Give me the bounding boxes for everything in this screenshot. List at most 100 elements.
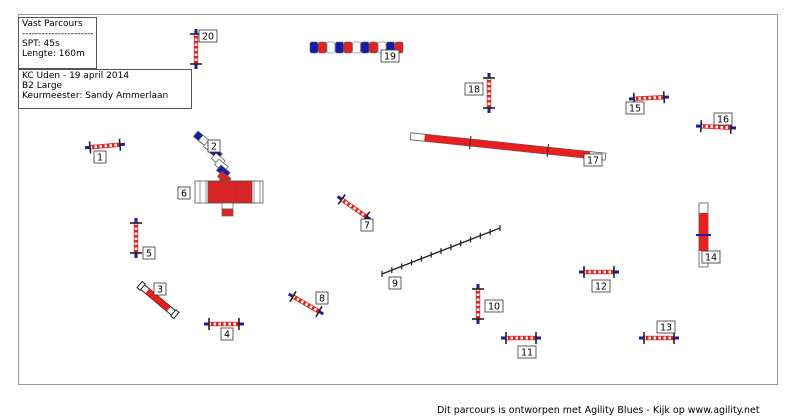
obstacle-1-hurdle — [84, 138, 126, 154]
hurdle-bar-stripe — [101, 144, 105, 149]
long-jump-element — [318, 41, 327, 54]
hurdle-bar-stripe — [221, 322, 224, 326]
label-box — [517, 345, 537, 359]
obstacle-16-hurdle — [695, 120, 737, 134]
hurdle-bar-stripe — [216, 322, 219, 326]
hurdle-bar-stripe — [106, 143, 110, 148]
hurdle-bar-stripe — [194, 36, 198, 39]
hurdle-bar-stripe — [586, 270, 589, 274]
hurdle-bar-stripe — [134, 235, 138, 238]
hurdle-bar-stripe — [591, 270, 594, 274]
label-box — [142, 246, 156, 260]
hurdle-bar-stripe — [302, 300, 307, 306]
hurdle-bar-stripe — [298, 298, 303, 303]
obstacle-number: 16 — [717, 115, 729, 126]
label-4: 4 — [220, 327, 234, 341]
obstacle-number: 17 — [587, 156, 599, 167]
obstacle-17-dog-walk — [409, 132, 607, 161]
judge-name: Keurmeester: Sandy Ammerlaan — [22, 91, 169, 101]
obstacle-13-hurdle — [639, 332, 679, 344]
label-box — [656, 320, 676, 334]
long-jump-element — [326, 41, 336, 54]
tire-ring — [145, 288, 171, 312]
hurdle-bar-stripe — [354, 207, 359, 213]
hurdle-bar-stripe — [342, 199, 347, 204]
label-9: 9 — [388, 276, 402, 290]
hurdle-bar-stripe — [487, 95, 491, 98]
obstacle-number: 20 — [202, 32, 214, 43]
label-13: 13 — [656, 320, 676, 334]
obstacle-number: 6 — [181, 189, 187, 200]
hurdle-bar-stripe — [487, 80, 491, 83]
hurdle-bar-stripe — [134, 250, 138, 253]
hurdle-bar-stripe — [611, 270, 614, 274]
hurdle-bar-stripe — [707, 124, 711, 129]
field-border — [18, 14, 778, 385]
obstacle-7-hurdle — [336, 194, 372, 222]
hurdle-bar-stripe — [306, 303, 311, 308]
hurdle-bar-stripe — [487, 85, 491, 88]
tire-foot — [170, 309, 180, 320]
hurdle-bar-stripe — [134, 225, 138, 228]
obstacle-number: 14 — [705, 253, 717, 264]
hurdle-bar-stripe — [727, 125, 731, 130]
hurdle-bar-stripe — [655, 95, 659, 100]
hurdle-bar-stripe — [96, 144, 100, 149]
hurdle-bar-stripe — [650, 95, 654, 100]
hurdle-pole — [289, 290, 297, 303]
label-10: 10 — [484, 299, 504, 313]
obstacle-10-hurdle — [472, 284, 484, 324]
obstacle-number: 9 — [392, 279, 398, 290]
long-jump-element — [309, 41, 319, 54]
hurdle-bar-stripe — [194, 46, 198, 49]
hurdle-bar-stripe — [606, 270, 609, 274]
label-box — [625, 101, 645, 115]
label-box — [380, 49, 400, 63]
obstacle-15-hurdle — [628, 91, 670, 105]
obstacle-6-tunnel — [194, 180, 264, 217]
table-top — [699, 213, 708, 251]
obstacle-number: 19 — [384, 52, 396, 63]
hurdle-bar-stripe — [111, 143, 115, 148]
long-jump-element — [360, 41, 370, 54]
hurdle-bar-stripe — [508, 336, 511, 340]
hurdle-bar-stripe — [518, 336, 521, 340]
label-5: 5 — [142, 246, 156, 260]
label-11: 11 — [517, 345, 537, 359]
label-box — [198, 29, 218, 43]
hurdle-bar-stripe — [717, 125, 721, 130]
hurdle-pole — [88, 141, 92, 154]
hurdle-bar-stripe — [645, 96, 649, 100]
dogwalk-red-section — [424, 134, 590, 159]
label-20: 20 — [198, 29, 218, 43]
hurdle-bar-stripe — [487, 90, 491, 93]
hurdle-pole — [662, 91, 666, 104]
hurdle-bar-stripe — [476, 291, 480, 294]
label-1: 1 — [93, 150, 107, 164]
label-box — [388, 276, 402, 290]
obstacle-12-hurdle — [579, 266, 619, 278]
hurdle-bar-stripe — [712, 125, 716, 129]
course-length: Lengte: 160m — [22, 49, 85, 59]
label-17: 17 — [583, 153, 603, 167]
label-box — [484, 299, 504, 313]
label-14: 14 — [701, 250, 721, 264]
hurdle-bar-stripe — [346, 201, 351, 207]
hurdle-bar-stripe — [358, 210, 363, 215]
label-box — [464, 82, 484, 96]
label-3: 3 — [153, 282, 167, 296]
obstacle-number: 1 — [97, 153, 103, 164]
hurdle-bar-stripe — [211, 322, 214, 326]
hurdle-bar-stripe — [533, 336, 536, 340]
label-box — [315, 291, 329, 305]
hurdle-bar-stripe — [476, 316, 480, 319]
hurdle-bar-stripe — [656, 336, 659, 340]
long-jump-element — [369, 41, 378, 54]
label-6: 6 — [177, 186, 191, 200]
tunnel-tail — [221, 208, 234, 217]
label-box — [583, 153, 603, 167]
label-box — [93, 150, 107, 164]
label-8: 8 — [315, 291, 329, 305]
